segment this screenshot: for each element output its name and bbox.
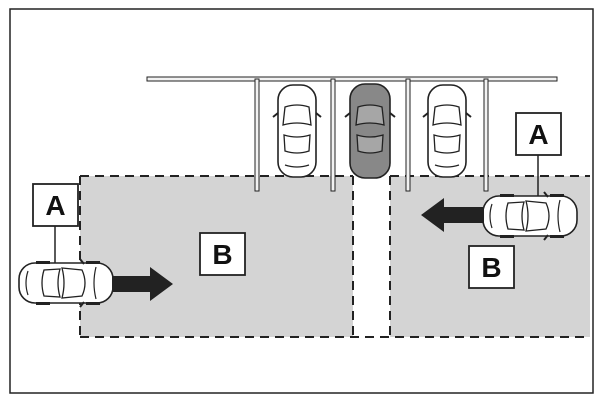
label-box-b-right: B <box>468 245 515 289</box>
vehicle-left <box>18 258 114 308</box>
arrow-left <box>421 198 484 232</box>
parking-stall-lines <box>146 76 558 192</box>
parked-car-2-grey <box>344 83 396 179</box>
label-box-a-right: A <box>515 112 562 156</box>
label-box-b-left: B <box>199 232 246 276</box>
svg-text:B: B <box>481 252 501 283</box>
svg-text:A: A <box>45 190 65 221</box>
vehicle-right <box>482 191 578 241</box>
svg-text:B: B <box>212 239 232 270</box>
arrow-right <box>112 267 173 301</box>
label-box-a-left: A <box>32 183 79 227</box>
parked-car-1 <box>272 84 322 178</box>
svg-text:A: A <box>528 119 548 150</box>
parked-car-3 <box>422 84 472 178</box>
